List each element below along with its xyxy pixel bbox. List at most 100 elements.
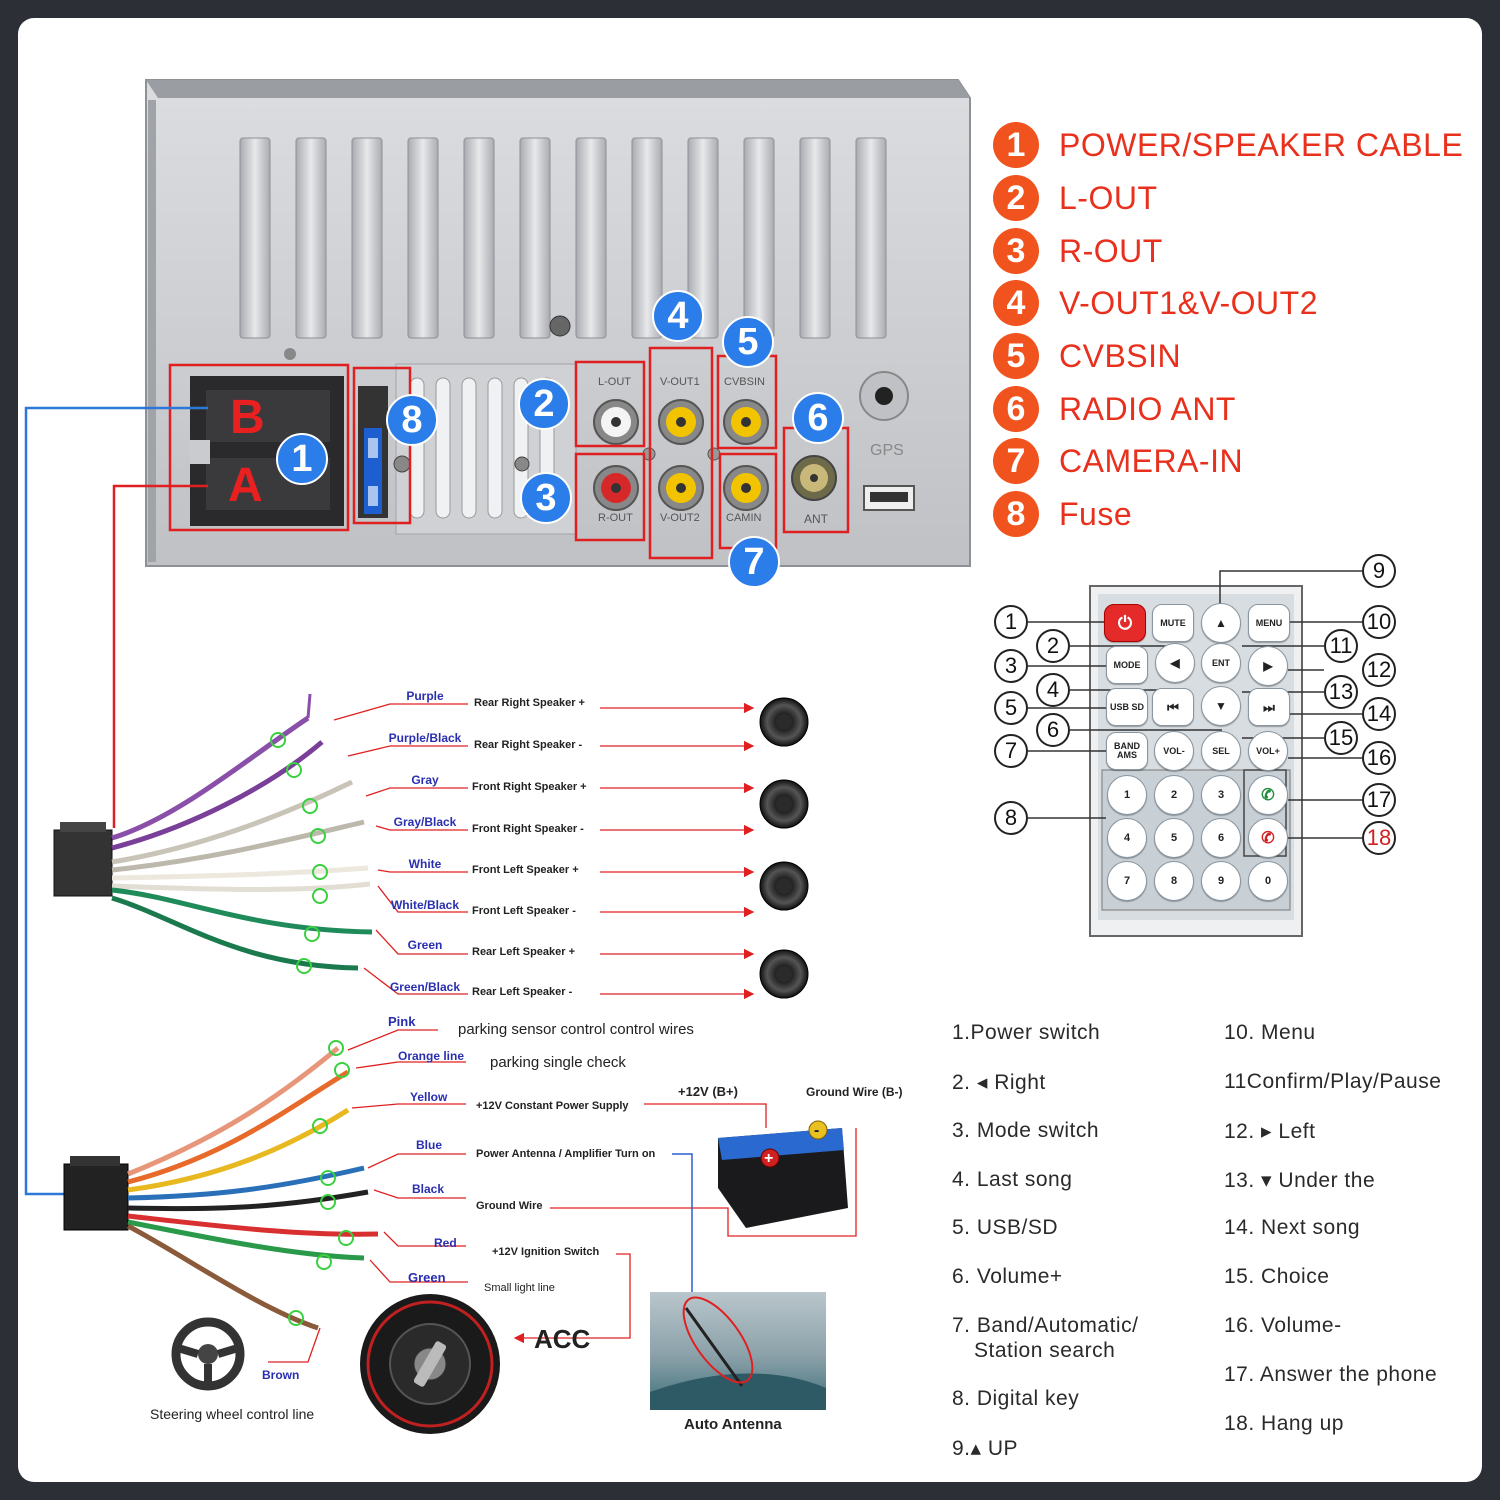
fuse-holder [358,386,411,518]
desc-left-4: 4. Last song [952,1168,1073,1191]
hangup-call-icon[interactable]: ✆ [1248,818,1288,858]
connector-a-label: A [228,459,263,512]
legend-item-2: 2 L-OUT [993,175,1158,221]
callout-6: 6 [1036,713,1070,747]
wire-color-label: Purple [406,689,444,703]
remote-callout-lines [1028,570,1362,839]
desc-right-10: 10. Menu [1224,1021,1316,1044]
battery-ground-label: Ground Wire (B-) [806,1085,903,1099]
ignition-icon [360,1294,500,1434]
callout-7: 7 [994,734,1028,768]
legend-text: RADIO ANT [1059,390,1236,427]
mute-button[interactable]: MUTE [1152,604,1194,642]
legend-item-5: 5 CVBSIN [993,333,1181,379]
steering-label: Steering wheel control line [150,1406,315,1422]
digit-5-button[interactable]: 5 [1154,818,1194,858]
down-button[interactable]: ▼ [1201,686,1241,726]
speaker-harness [53,693,809,1000]
mode-button[interactable]: MODE [1106,646,1148,684]
svg-text:+: + [764,1150,773,1167]
callout-9: 9 [1362,554,1396,588]
green-wire-function: Small light line [484,1282,555,1294]
desc-left-6: 6. Volume+ [952,1265,1063,1288]
battery-plus-label: +12V (B+) [678,1084,738,1099]
legend-item-4: 4 V-OUT1&V-OUT2 [993,280,1318,326]
vout1-label: V-OUT1 [660,376,700,388]
vol-minus-button[interactable]: VOL- [1154,731,1194,771]
desc-left-7b: Station search [974,1339,1116,1362]
next-track-button[interactable]: ⏭ [1248,688,1290,726]
green-wire-label: Green [408,1270,446,1285]
right-button[interactable]: ▶ [1248,646,1288,686]
wire-function-label: Front Right Speaker + [472,781,587,793]
digit-1-button[interactable]: 1 [1107,775,1147,815]
legend-number: 2 [993,175,1039,221]
power-harness [63,1029,857,1363]
legend-text: CAMERA-IN [1059,442,1244,479]
connector-b-label: B [230,391,265,444]
wire-color-label: Purple/Black [388,731,462,745]
wire-color-label: Gray [411,773,439,787]
wire-function-label: Front Right Speaker - [472,823,584,835]
line-a-to-speaker [112,484,208,828]
power-button-icon[interactable]: ⏻ [1104,604,1146,642]
desc-left-2: 2. ◂ Right [952,1071,1046,1094]
blue-wire-label: Blue [416,1138,443,1152]
wire-color-label: Gray/Black [393,815,457,829]
desc-left-9: 9.▴ UP [952,1437,1019,1460]
digit-3-button[interactable]: 3 [1201,775,1241,815]
cooling-fins [239,137,887,339]
vol-plus-button[interactable]: VOL+ [1248,731,1288,771]
svg-text:-: - [814,1122,819,1139]
head-unit-back [145,79,971,567]
answer-call-icon[interactable]: ✆ [1248,775,1288,815]
rout-label: R-OUT [598,512,633,524]
desc-left-3: 3. Mode switch [952,1119,1100,1142]
digit-7-button[interactable]: 7 [1107,861,1147,901]
left-button[interactable]: ◀ [1155,643,1195,683]
digit-0-button[interactable]: 0 [1248,861,1288,901]
legend-number: 1 [993,122,1039,168]
enter-play-button[interactable]: ENT [1201,643,1241,683]
camin-label: CAMIN [726,512,762,524]
desc-right-12: 12. ▸ Left [1224,1120,1316,1143]
band-ams-button[interactable]: BAND AMS [1106,732,1148,770]
badge-6: 6 [792,392,844,444]
steering-wheel-icon [171,1317,245,1391]
up-button[interactable]: ▲ [1201,603,1241,643]
legend-item-6: 6 RADIO ANT [993,386,1236,432]
pink-wire-function: parking sensor control control wires [458,1021,694,1038]
legend-text: V-OUT1&V-OUT2 [1059,284,1318,321]
usb-sd-button[interactable]: USB SD [1106,688,1148,726]
callout-2: 2 [1036,629,1070,663]
wire-color-label: White [408,857,442,871]
desc-right-17: 17. Answer the phone [1224,1363,1438,1386]
legend-text: CVBSIN [1059,337,1182,374]
cvbsin-label: CVBSIN [724,376,765,388]
desc-left-5: 5. USB/SD [952,1216,1059,1239]
red-wire-label: Red [434,1236,457,1250]
digit-4-button[interactable]: 4 [1107,818,1147,858]
digit-6-button[interactable]: 6 [1201,818,1241,858]
menu-button[interactable]: MENU [1248,604,1290,642]
legend-number: 4 [993,280,1039,326]
digit-9-button[interactable]: 9 [1201,861,1241,901]
badge-7: 7 [728,536,780,588]
digit-2-button[interactable]: 2 [1154,775,1194,815]
wire-function-label: Rear Left Speaker - [472,986,573,998]
antenna-label: Auto Antenna [684,1416,782,1433]
prev-track-button[interactable]: ⏮ [1152,688,1194,726]
legend-item-3: 3 R-OUT [993,228,1163,274]
legend-number: 3 [993,228,1039,274]
callout-13: 13 [1324,675,1358,709]
desc-right-18: 18. Hang up [1224,1412,1344,1435]
desc-left-8: 8. Digital key [952,1387,1080,1410]
badge-5: 5 [722,316,774,368]
acc-label: ACC [534,1324,591,1354]
legend-number: 6 [993,386,1039,432]
sel-button[interactable]: SEL [1201,731,1241,771]
line-b-to-power [24,406,208,1196]
legend-number: 7 [993,438,1039,484]
lout-label: L-OUT [598,376,631,388]
digit-8-button[interactable]: 8 [1154,861,1194,901]
